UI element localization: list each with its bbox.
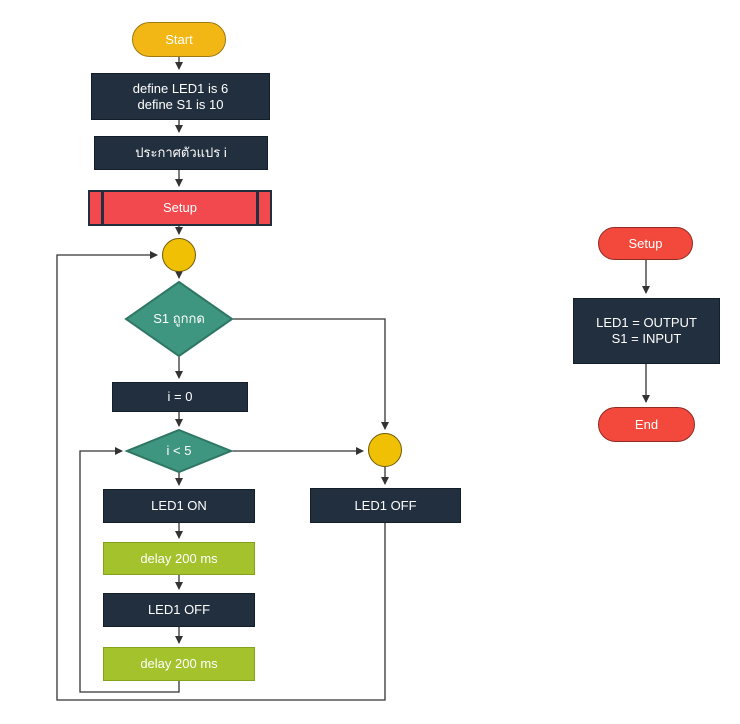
define-line1: define LED1 is 6 — [132, 80, 229, 96]
junction-circle-right — [368, 433, 402, 467]
led1-off-label: LED1 OFF — [147, 602, 211, 617]
decision-s1-diamond — [124, 280, 234, 358]
delay1-label: delay 200 ms — [140, 550, 218, 566]
decision-s1-label-box: S1 ถูกกด — [126, 282, 232, 356]
delay2-label: delay 200 ms — [140, 656, 218, 671]
init-i-label: i = 0 — [167, 389, 193, 404]
led1-off-process: LED1 OFF — [103, 593, 255, 627]
decision-i-diamond — [124, 428, 234, 474]
predefined-bar-right — [256, 192, 259, 224]
connector-decision-s1-to-junction2 — [232, 318, 389, 430]
delay2-process: delay 200 ms — [103, 647, 255, 681]
config-line2: S1 = INPUT — [611, 331, 682, 346]
setup-subroutine-call: Setup — [88, 190, 272, 226]
led1-on-label: LED1 ON — [151, 498, 207, 513]
predefined-bar-left — [101, 192, 104, 224]
setup-terminator-label: Setup — [628, 235, 663, 251]
define-line2: define S1 is 10 — [137, 96, 224, 112]
decision-i-label-box: i < 5 — [127, 430, 231, 472]
end-terminator-label: End — [634, 416, 659, 432]
led1-off-else-label: LED1 OFF — [354, 497, 417, 513]
decision-i-label: i < 5 — [166, 443, 192, 458]
led1-on-process: LED1 ON — [103, 489, 255, 523]
start-terminator: Start — [132, 22, 226, 57]
declare-variable-label: ประกาศตัวแปร i — [135, 145, 227, 160]
setup-call-label: Setup — [163, 200, 197, 215]
define-process: define LED1 is 6 define S1 is 10 — [91, 73, 270, 120]
connector-outer-loop-back — [56, 251, 386, 701]
pin-config-process: LED1 = OUTPUT S1 = INPUT — [573, 298, 720, 364]
init-i-process: i = 0 — [112, 382, 248, 412]
declare-variable-process: ประกาศตัวแปร i — [94, 136, 268, 170]
led1-off-else-process: LED1 OFF — [310, 488, 461, 523]
decision-s1-label: S1 ถูกกด — [153, 311, 205, 326]
junction-circle-top — [162, 238, 196, 272]
end-terminator: End — [598, 407, 695, 442]
delay1-process: delay 200 ms — [103, 542, 255, 575]
start-label: Start — [165, 31, 193, 47]
config-line1: LED1 = OUTPUT — [596, 315, 697, 330]
setup-terminator: Setup — [598, 227, 693, 260]
connector-inner-loop-back — [79, 447, 180, 693]
